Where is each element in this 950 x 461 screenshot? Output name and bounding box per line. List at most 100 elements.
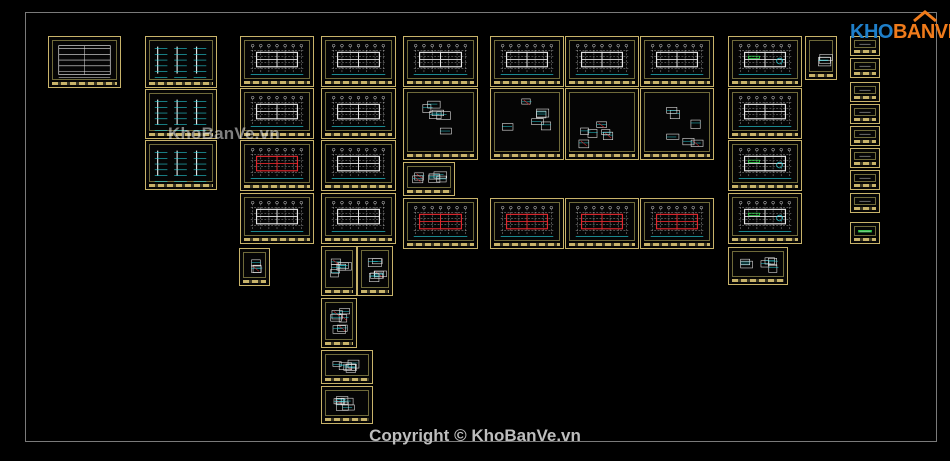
sheet-title-block [494, 154, 560, 157]
drawing-sheet[interactable] [490, 88, 564, 160]
sheet-drawing [650, 44, 704, 75]
drawing-sheet[interactable] [728, 193, 802, 244]
sheet-drawing [331, 201, 386, 232]
sheet-title-block [854, 162, 876, 165]
sheet-drawing [502, 98, 552, 131]
drawing-sheet[interactable] [850, 148, 880, 168]
drawing-sheet[interactable] [850, 193, 880, 213]
sheet-border [854, 40, 876, 48]
sheet-title-block [569, 243, 635, 246]
drawing-sheet[interactable] [321, 88, 396, 139]
sheet-title-block [644, 81, 710, 84]
drawing-sheet[interactable] [321, 193, 396, 244]
house-icon [913, 10, 937, 23]
sheet-border [644, 202, 710, 241]
drawing-sheet[interactable] [240, 88, 314, 139]
sheet-border [325, 302, 353, 340]
drawing-sheet[interactable] [728, 88, 802, 139]
sheet-drawing [413, 44, 468, 75]
sheet-drawing [412, 171, 448, 184]
drawing-sheet[interactable] [728, 247, 788, 285]
drawing-sheet[interactable] [403, 36, 478, 87]
drawing-sheet[interactable] [565, 36, 639, 87]
sheet-drawing [422, 100, 452, 135]
drawing-sheet[interactable] [321, 298, 357, 348]
drawing-sheet[interactable] [321, 386, 373, 424]
sheet-border [494, 40, 560, 79]
drawing-sheet[interactable] [805, 36, 837, 80]
sheet-drawing [859, 43, 871, 45]
drawing-sheet[interactable] [357, 246, 393, 296]
drawing-sheet[interactable] [240, 193, 314, 244]
sheet-drawing [858, 230, 872, 233]
drawing-sheet[interactable] [145, 89, 217, 139]
drawing-sheet[interactable] [403, 88, 478, 160]
sheet-title-block [854, 140, 876, 143]
sheet-border [325, 92, 392, 131]
sheet-drawing [859, 200, 871, 202]
drawing-sheet[interactable] [850, 222, 880, 244]
drawing-sheet[interactable] [48, 36, 121, 88]
sheet-title-block [407, 190, 451, 193]
drawing-sheet[interactable] [640, 88, 714, 160]
drawing-sheet[interactable] [321, 140, 396, 191]
drawing-sheet[interactable] [321, 246, 357, 296]
drawing-sheet[interactable] [240, 140, 314, 191]
sheet-drawing [575, 206, 629, 237]
drawing-sheet[interactable] [640, 36, 714, 87]
drawing-sheet[interactable] [565, 88, 639, 160]
drawing-sheet[interactable] [145, 140, 217, 190]
sheet-border [325, 390, 369, 416]
sheet-title-block [732, 133, 798, 136]
sheet-drawing [738, 201, 792, 232]
sheet-title-block [244, 133, 310, 136]
sheet-drawing [578, 121, 614, 149]
sheet-border [569, 92, 635, 152]
drawing-sheet[interactable] [728, 36, 802, 87]
drawing-sheet[interactable] [403, 162, 455, 196]
drawing-sheet[interactable] [565, 198, 639, 249]
drawing-sheet[interactable] [850, 126, 880, 146]
drawing-sheet[interactable] [321, 36, 396, 87]
sheet-border [854, 197, 876, 205]
sheet-drawing [154, 46, 207, 78]
sheet-title-block [854, 96, 876, 99]
drawing-sheet[interactable] [640, 198, 714, 249]
drawing-sheet[interactable] [850, 104, 880, 124]
sheet-drawing [331, 44, 386, 75]
drawing-sheet[interactable] [850, 36, 880, 56]
drawing-sheet[interactable] [728, 140, 802, 191]
drawing-sheet[interactable] [145, 36, 217, 88]
drawing-sheet[interactable] [321, 350, 373, 384]
drawing-sheet[interactable] [850, 82, 880, 102]
sheet-drawing [413, 206, 468, 237]
drawing-sheet[interactable] [239, 248, 270, 286]
sheet-drawing [330, 258, 352, 278]
sheet-title-block [809, 74, 833, 77]
sheet-title-block [325, 185, 392, 188]
sheet-title-block [407, 154, 474, 157]
sheet-border [732, 197, 798, 236]
drawing-sheet[interactable] [850, 170, 880, 190]
drawing-sheet[interactable] [240, 36, 314, 87]
drawing-sheet[interactable] [850, 58, 880, 78]
copyright-text: Copyright © KhoBanVe.vn [369, 426, 581, 445]
sheet-title-block [854, 72, 876, 75]
sheet-border [325, 197, 392, 236]
sheet-title-block [732, 81, 798, 84]
sheet-border [569, 40, 635, 79]
drawing-sheet[interactable] [490, 36, 564, 87]
sheet-drawing [332, 359, 360, 373]
sheet-drawing [859, 133, 871, 135]
drawing-sheet[interactable] [403, 198, 478, 249]
sheet-drawing [650, 206, 704, 237]
sheet-drawing [859, 177, 871, 179]
sheet-border [325, 250, 353, 288]
sheet-border [494, 202, 560, 241]
sheet-drawing [859, 111, 871, 113]
sheet-border [732, 92, 798, 131]
sheet-title-block [854, 50, 876, 53]
drawing-sheet[interactable] [490, 198, 564, 249]
sheet-drawing [666, 107, 704, 147]
